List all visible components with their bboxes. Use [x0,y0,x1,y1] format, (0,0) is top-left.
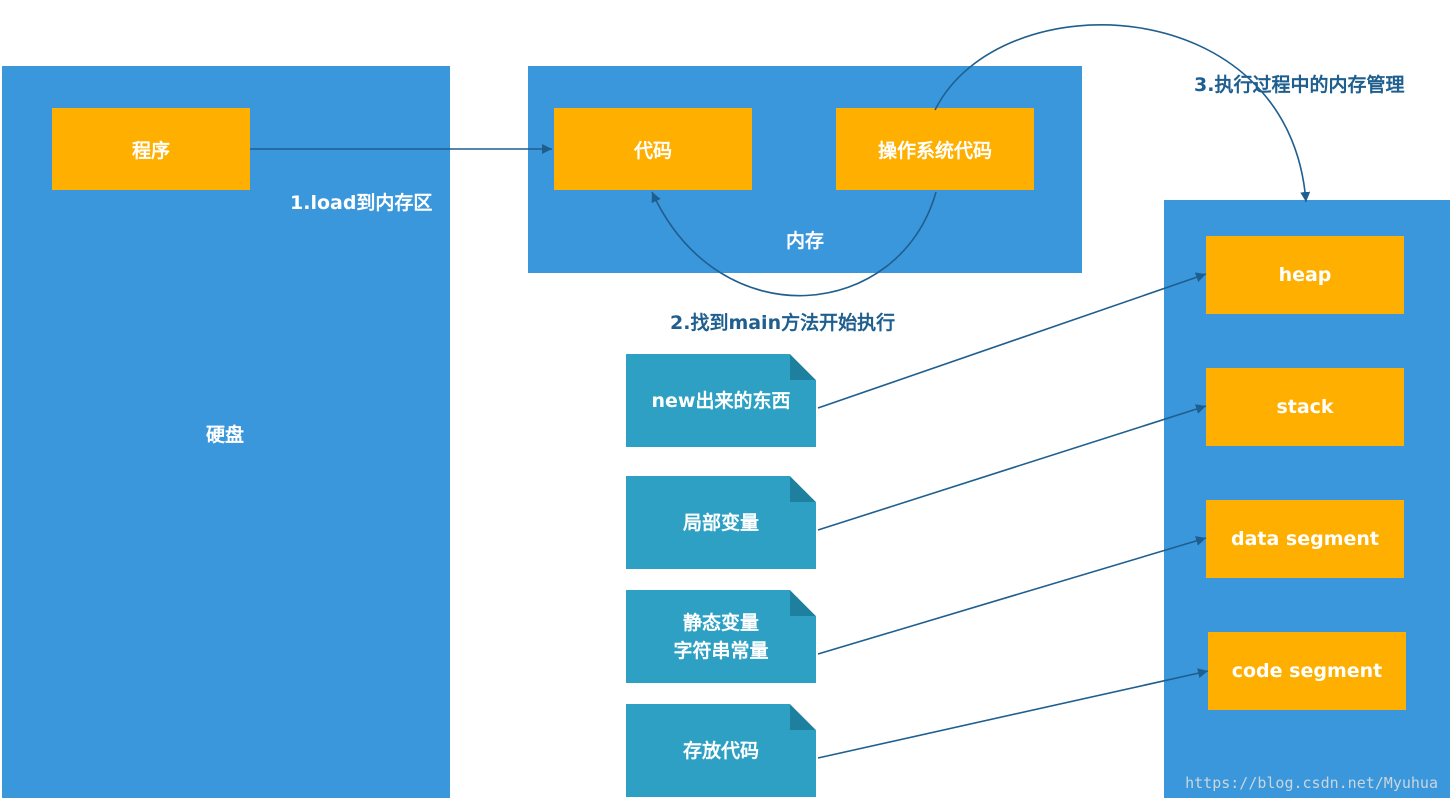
note-code-storage-label: 存放代码 [682,739,759,762]
code-segment-box: code segment [1208,632,1406,710]
heap-box: heap [1206,236,1404,314]
note-static: 静态变量 字符串常量 [626,590,816,683]
note-fold [790,590,816,616]
heap-label: heap [1278,264,1332,286]
arrow-static-to-data [817,536,1207,655]
os-code-box: 操作系统代码 [836,108,1034,190]
step2-label: 2.找到main方法开始执行 [670,312,896,334]
code-segment-label: code segment [1231,660,1383,682]
note-fold [790,354,816,380]
note-new-objects: new出来的东西 [626,354,816,447]
note-fold [790,704,816,730]
data-segment-box: data segment [1206,500,1404,578]
note-static-line2: 字符串常量 [673,639,769,662]
note-fold [790,476,816,502]
code-label: 代码 [633,139,672,162]
memory-label: 内存 [786,230,825,252]
note-new-objects-label: new出来的东西 [651,389,791,412]
step1-label: 1.load到内存区 [290,192,433,214]
watermark: https://blog.csdn.net/Myuhua [1185,774,1438,792]
program-box: 程序 [52,108,250,190]
disk-label: 硬盘 [206,424,245,446]
note-static-line1: 静态变量 [682,611,759,634]
arrow-code-to-codeseg [817,668,1209,759]
program-label: 程序 [131,139,170,162]
note-local-vars-label: 局部变量 [682,511,759,534]
step3-label: 3.执行过程中的内存管理 [1194,74,1405,96]
os-code-label: 操作系统代码 [877,139,992,162]
data-segment-label: data segment [1230,528,1380,550]
arrow-new-to-heap [817,272,1207,409]
arrow-local-to-stack [817,404,1207,531]
note-local-vars: 局部变量 [626,476,816,569]
note-code-storage: 存放代码 [626,704,816,797]
code-box: 代码 [554,108,752,190]
stack-box: stack [1206,368,1404,446]
stack-label: stack [1276,396,1334,418]
